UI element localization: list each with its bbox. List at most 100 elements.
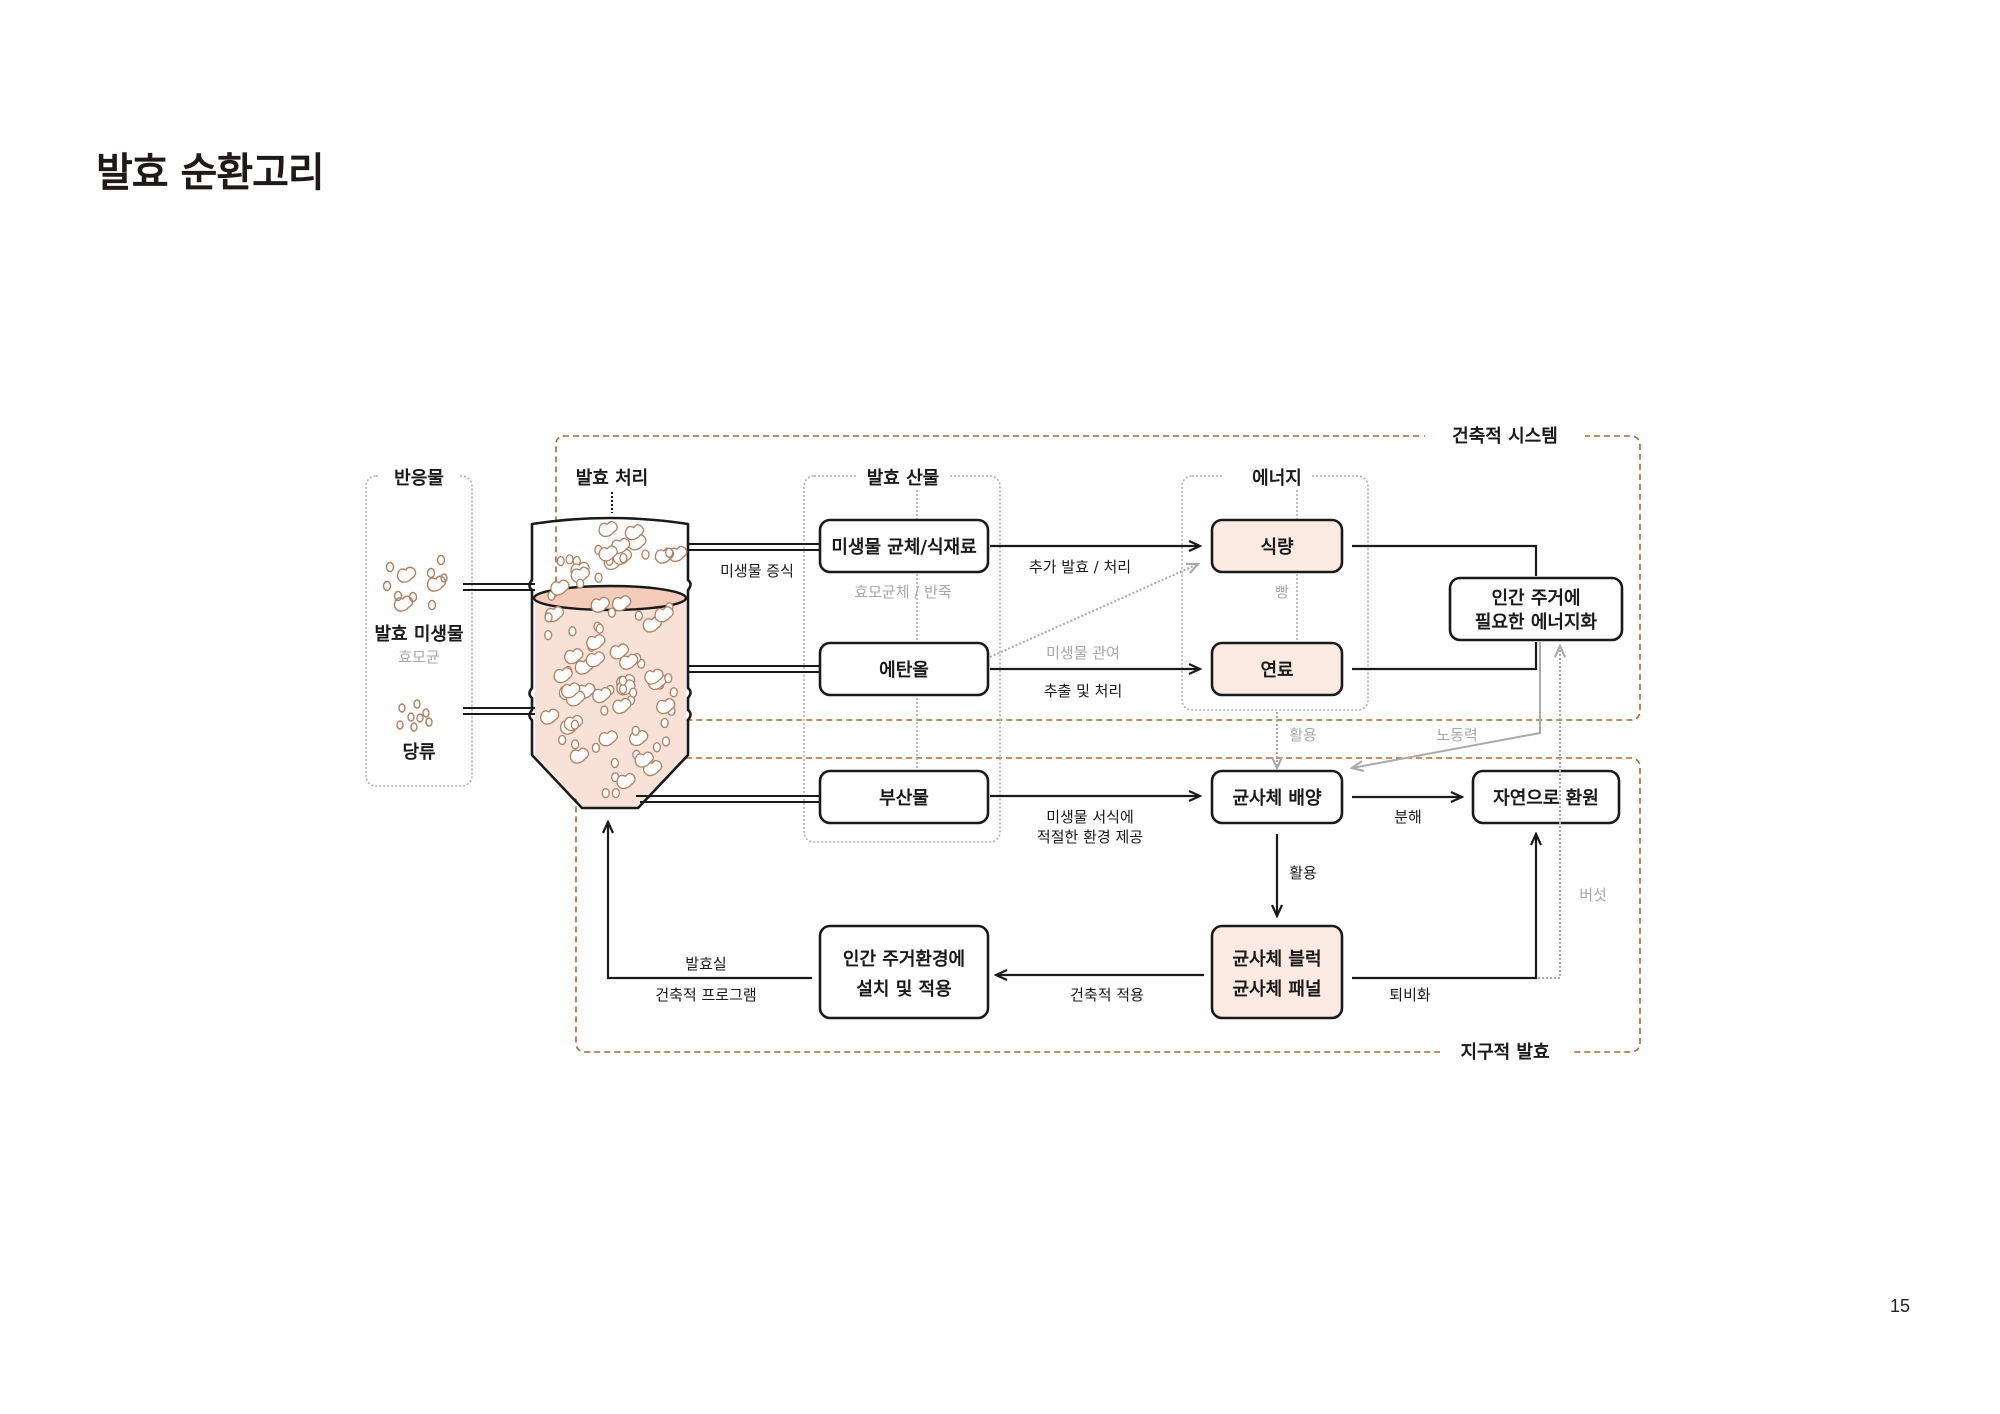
- edge-fuel-utilize-gray: 활용: [1277, 712, 1317, 768]
- architectural-system-label: 건축적 시스템: [1452, 426, 1558, 447]
- svg-text:발효실: 발효실: [685, 955, 726, 973]
- node-ethanol[interactable]: 에탄올: [818, 641, 990, 697]
- fermentation-products-label: 발효 산물: [867, 468, 940, 489]
- bubble-icon: [656, 698, 676, 715]
- svg-text:균사체 배양: 균사체 배양: [1232, 788, 1322, 809]
- bubble-icon: [564, 648, 584, 665]
- bubble-icon: [611, 787, 621, 799]
- bubble-icon: [611, 595, 632, 612]
- svg-text:활용: 활용: [1289, 726, 1317, 744]
- svg-text:자연으로 환원: 자연으로 환원: [1493, 787, 1599, 809]
- reactant-microbes-label: 발효 미생물: [374, 624, 463, 645]
- reactant-yeast-label: 효모균: [398, 648, 440, 666]
- bubble-icon: [612, 697, 632, 714]
- earth-fermentation-frame: 지구적 발효: [575, 757, 1641, 1064]
- bubble-icon: [595, 623, 604, 634]
- bubble-icon: [610, 757, 619, 769]
- svg-text:건축적 적용: 건축적 적용: [1070, 986, 1144, 1004]
- edge-ethanol-to-fuel: 추출 및 처리: [990, 669, 1200, 700]
- bubble-icon: [544, 612, 553, 623]
- edge-energy-merge: [1352, 544, 1538, 671]
- bubble-icon: [624, 524, 645, 541]
- bubble-icon: [561, 682, 581, 699]
- node-habitat-install[interactable]: 인간 주거환경에 설치 및 적용: [818, 924, 990, 1020]
- node-return-to-nature[interactable]: 자연으로 환원: [1471, 769, 1621, 825]
- bubble-icon: [557, 734, 567, 746]
- svg-text:필요한 에너지화: 필요한 에너지화: [1475, 612, 1598, 633]
- edge-label-microbial-growth: 미생물 증식: [720, 562, 794, 580]
- node-mycelium-culture[interactable]: 균사체 배양: [1210, 769, 1344, 825]
- svg-text:활용: 활용: [1289, 864, 1317, 882]
- bubble-icon: [665, 547, 674, 558]
- bubble-icon: [550, 579, 570, 596]
- edge-label-bread: 빵: [1275, 583, 1289, 601]
- bubble-icon: [565, 554, 574, 565]
- bubble-icon: [539, 708, 560, 725]
- svg-text:퇴비화: 퇴비화: [1389, 986, 1431, 1004]
- edge-labor-gray: 노동력: [1352, 642, 1541, 768]
- bubble-icon: [556, 555, 565, 567]
- svg-text:미생물 관여: 미생물 관여: [1046, 644, 1120, 662]
- svg-text:균사체 블럭: 균사체 블럭: [1232, 949, 1321, 970]
- reactant-sugars-label: 당류: [402, 742, 435, 763]
- svg-text:미생물 균체/식재료: 미생물 균체/식재료: [831, 537, 976, 558]
- fermentation-process-label: 발효 처리: [576, 468, 649, 489]
- bubble-icon: [616, 772, 636, 790]
- bubble-icon: [569, 747, 590, 764]
- sugar-particles-icon: [396, 699, 433, 732]
- svg-text:추출 및 처리: 추출 및 처리: [1044, 682, 1123, 700]
- bubble-icon: [634, 751, 654, 768]
- bubble-icon: [652, 742, 662, 753]
- bubble-icon: [590, 596, 610, 613]
- svg-text:건축적 프로그램: 건축적 프로그램: [655, 986, 756, 1004]
- edge-block-to-nature: 퇴비화: [1352, 834, 1536, 1004]
- bubble-icon: [654, 606, 674, 623]
- bubble-icon: [570, 566, 591, 583]
- edge-ethanol-to-food-gray: 미생물 관여: [989, 564, 1198, 662]
- fermentation-tank-icon: [528, 516, 692, 810]
- bubble-icon: [544, 630, 553, 641]
- svg-text:부산물: 부산물: [879, 788, 929, 809]
- node-microbial-biomass[interactable]: 미생물 균체/식재료: [818, 518, 990, 574]
- edge-habitat-to-tank: 발효실 건축적 프로그램: [608, 822, 812, 1004]
- bubble-icon: [618, 675, 628, 686]
- bubble-icon: [631, 725, 640, 736]
- bubble-icon: [601, 788, 610, 799]
- edge-biomass-to-food: 추가 발효 / 처리: [990, 546, 1200, 576]
- node-mycelium-block[interactable]: 균사체 블럭 균사체 패널: [1210, 924, 1344, 1020]
- energy-group: 에너지: [1181, 464, 1369, 711]
- reactants-label: 반응물: [394, 468, 444, 489]
- bubble-icon: [634, 610, 643, 621]
- node-energy-for-habitat[interactable]: 인간 주거에 필요한 에너지화: [1448, 576, 1624, 642]
- node-food[interactable]: 식량: [1210, 518, 1344, 574]
- page-number: 15: [1890, 1296, 1911, 1316]
- svg-text:에탄올: 에탄올: [879, 660, 929, 681]
- bubble-icon: [619, 653, 639, 670]
- earth-fermentation-label: 지구적 발효: [1460, 1042, 1549, 1063]
- bubble-icon: [661, 736, 671, 747]
- page-title: 발효 순환고리: [96, 150, 325, 196]
- reactants-group: 반응물: [365, 466, 473, 787]
- bubble-icon: [553, 667, 573, 684]
- node-fuel[interactable]: 연료: [1210, 641, 1344, 697]
- input-pipes: [463, 583, 535, 715]
- bubble-icon: [598, 545, 618, 562]
- output-pipes: [636, 543, 820, 803]
- node-byproduct[interactable]: 부산물: [818, 769, 990, 825]
- edge-culture-to-block: 활용: [1277, 834, 1317, 916]
- svg-text:미생물 서식에: 미생물 서식에: [1046, 808, 1134, 826]
- bubble-icon: [628, 687, 638, 698]
- edge-block-to-habitat: 건축적 적용: [996, 975, 1204, 1004]
- svg-text:균사체 패널: 균사체 패널: [1232, 979, 1321, 1000]
- edge-mushroom-gray: 버섯: [1538, 646, 1607, 979]
- bubble-icon: [669, 687, 678, 698]
- architectural-system-frame: 건축적 시스템: [555, 424, 1641, 721]
- svg-text:연료: 연료: [1260, 660, 1293, 681]
- bubble-icon: [644, 668, 664, 685]
- svg-text:분해: 분해: [1394, 808, 1422, 826]
- svg-text:인간 주거환경에: 인간 주거환경에: [843, 948, 965, 970]
- bubble-icon: [591, 742, 601, 754]
- bubble-icon: [641, 549, 650, 560]
- svg-text:식량: 식량: [1260, 537, 1294, 558]
